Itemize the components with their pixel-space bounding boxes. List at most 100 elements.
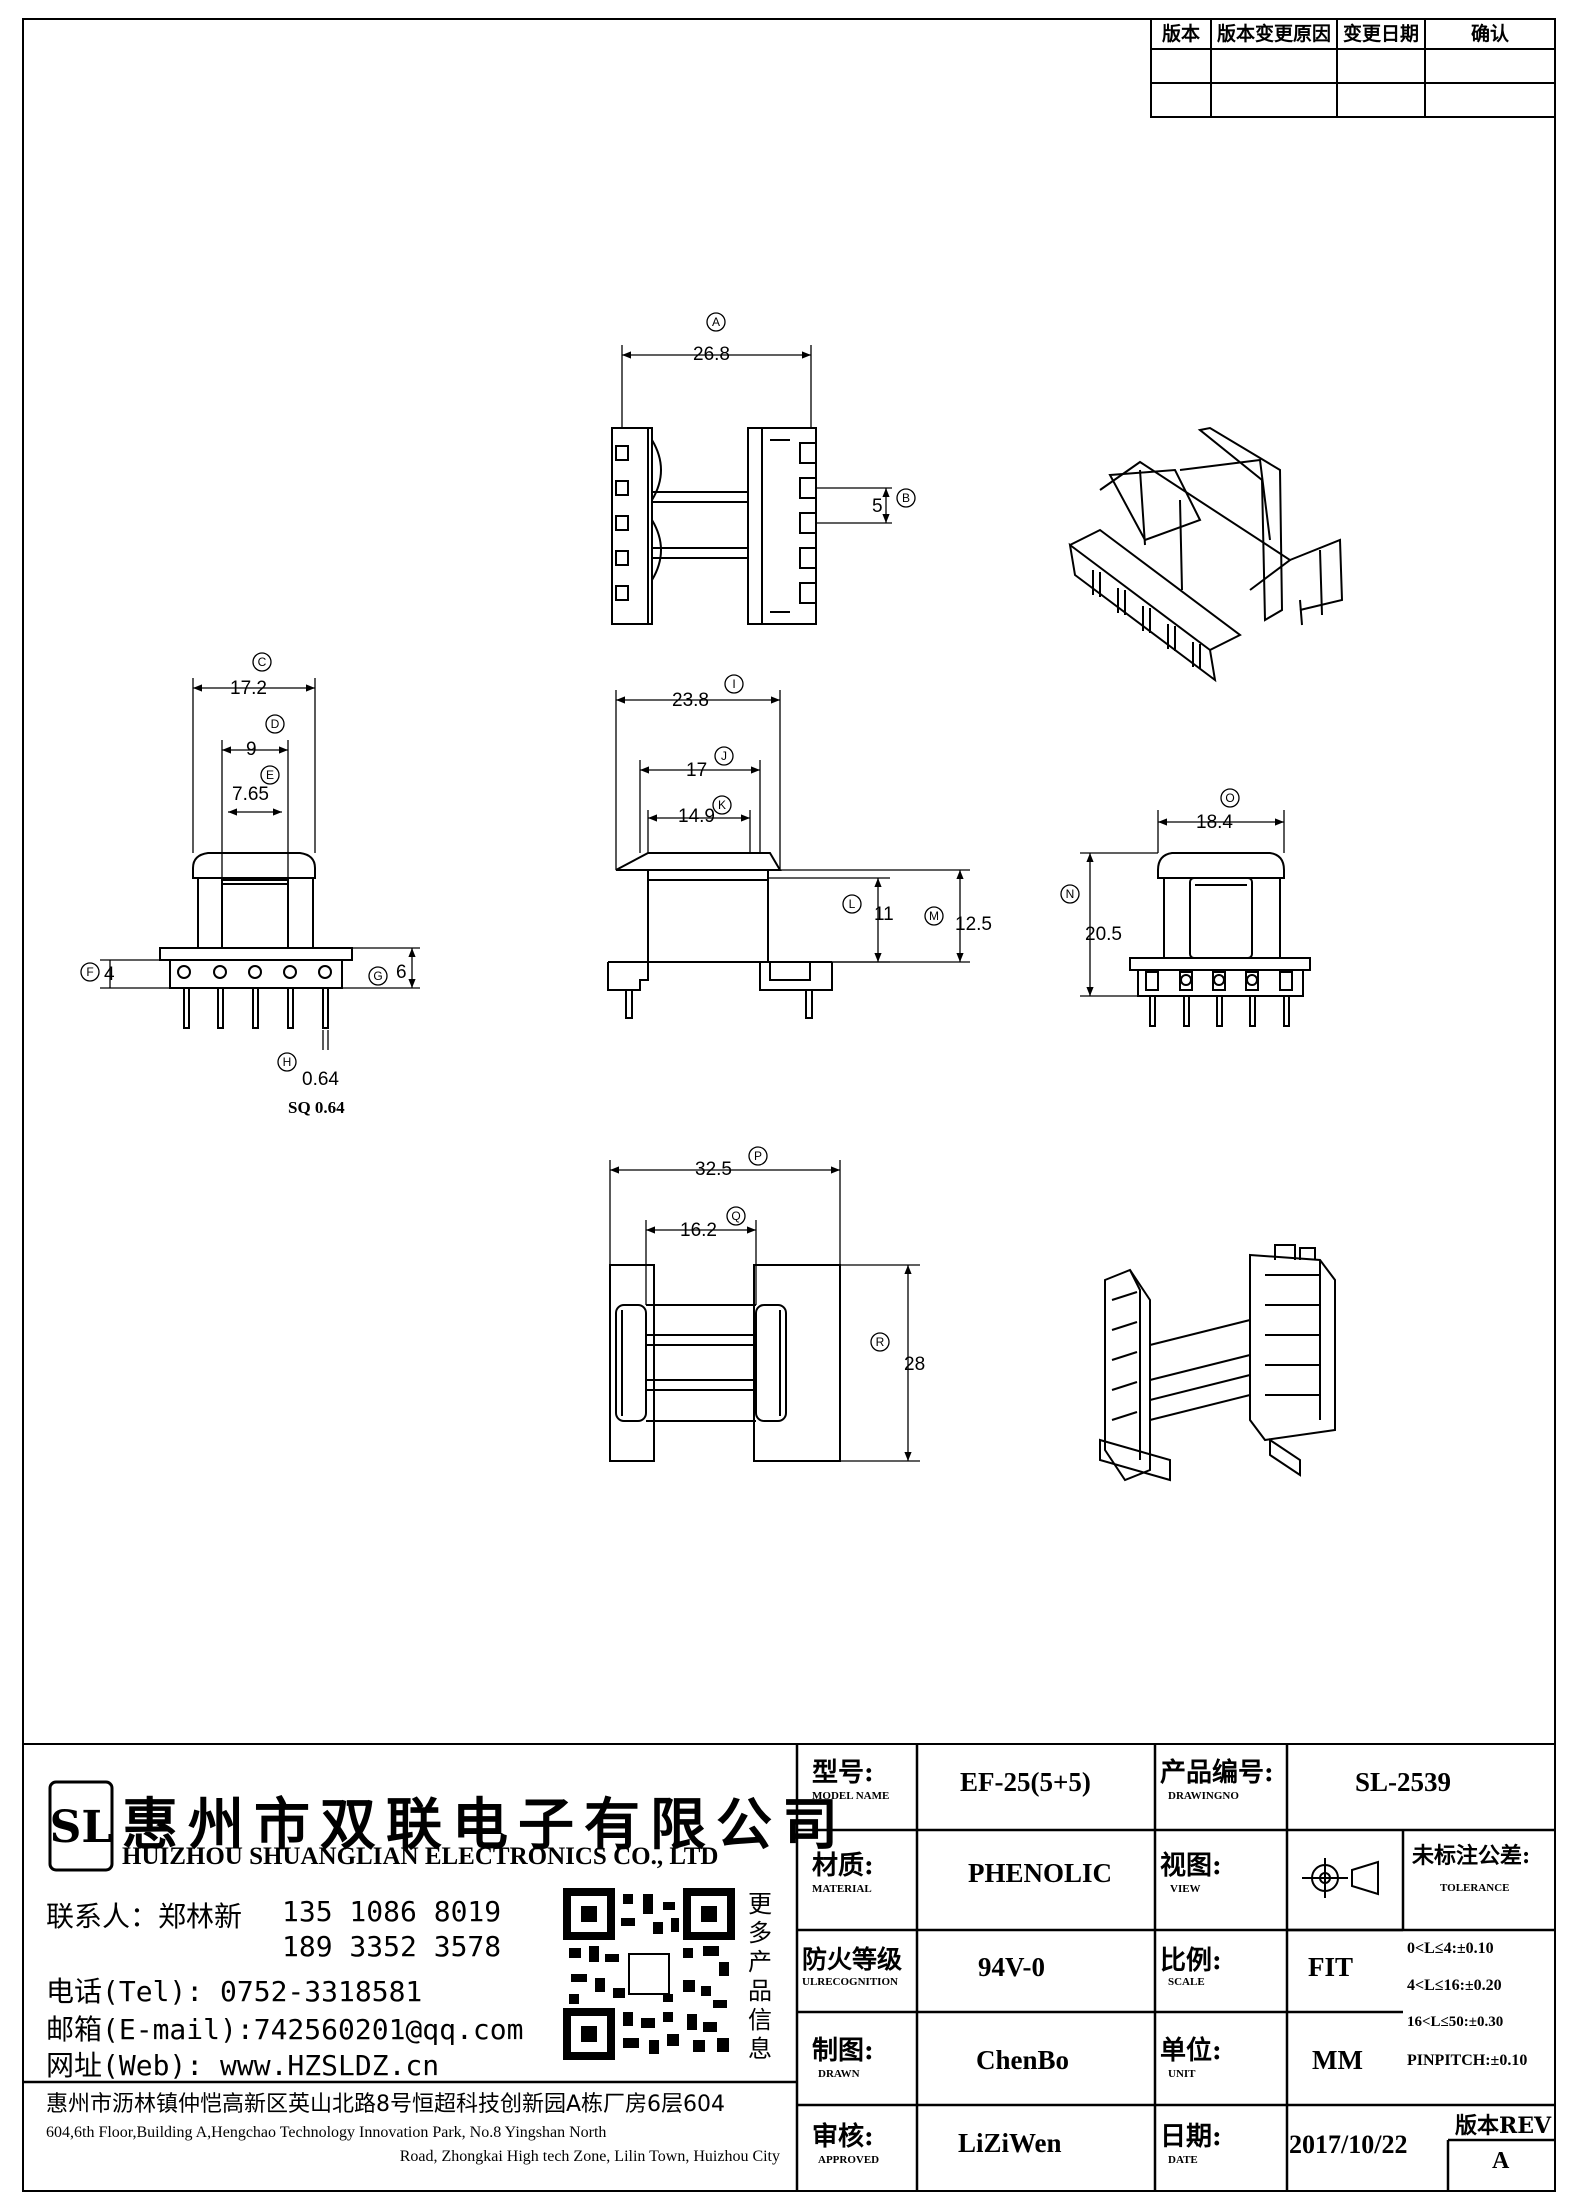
dim-e-value: 7.65 (232, 784, 269, 805)
dim-g-value: 6 (396, 962, 407, 983)
model-sublabel: MODEL NAME (812, 1790, 890, 1802)
phone-2: 189 3352 3578 (282, 1930, 502, 1963)
more-info-2: 多 (748, 1919, 772, 1947)
right-view (1080, 810, 1311, 1027)
callout-n: N (1066, 887, 1075, 901)
dim-m-value: 12.5 (955, 914, 992, 935)
callout-p: P (754, 1149, 762, 1163)
telephone: 电话(Tel): 0752-3318581 (46, 1975, 423, 2008)
model-value: EF-25(5+5) (960, 1767, 1091, 1797)
unit-label: 单位: (1160, 2036, 1222, 2066)
date-sublabel: DATE (1168, 2154, 1198, 2166)
callout-a: A (712, 315, 720, 329)
dim-h-value: 0.64 (302, 1069, 339, 1090)
dim-h-note: SQ 0.64 (288, 1098, 345, 1117)
scale-sublabel: SCALE (1168, 1976, 1205, 1988)
fire-rating-value: 94V-0 (978, 1952, 1045, 1982)
revision-table: 版本 版本变更原因 变更日期 确认 (1150, 18, 1556, 118)
tolerance-range-3: 16<L≤50:±0.30 (1407, 2014, 1504, 2030)
top-view-pins (615, 442, 817, 604)
dim-o-value: 18.4 (1196, 812, 1233, 833)
drawn-value: ChenBo (976, 2045, 1070, 2075)
callout-k: K (718, 798, 726, 812)
dim-k-value: 14.9 (678, 806, 715, 827)
callout-r: R (876, 1335, 885, 1349)
callout-o: O (1225, 791, 1234, 805)
more-info-6: 息 (748, 2035, 772, 2063)
callout-e: E (266, 768, 274, 782)
dim-l-value: 11 (874, 904, 894, 925)
more-info-5: 信 (748, 2006, 772, 2034)
dim-f-value: 4 (104, 964, 115, 985)
revision-label: 版本REV (1455, 2113, 1552, 2139)
address-en-line2: Road, Zhongkai High tech Zone, Lilin Tow… (399, 2148, 780, 2165)
material-value: PHENOLIC (968, 1858, 1113, 1888)
isometric-view-upper (1068, 426, 1344, 683)
upper-iso-pins (1092, 570, 1201, 669)
drawing-no-sublabel: DRAWINGNO (1168, 1790, 1239, 1802)
date-value: 2017/10/22 (1289, 2130, 1408, 2159)
more-info-1: 更 (748, 1890, 772, 1918)
company-name-en: HUIZHOU SHUANGLIAN ELECTRONICS CO., LTD (122, 1843, 719, 1870)
technical-drawing: 26.8 5 17.2 9 7.65 4 6 0.64 23.8 17 14.9… (80, 312, 1344, 1482)
qr-code (563, 1888, 735, 2060)
approved-value: LiZiWen (958, 2128, 1062, 2158)
address-cn: 惠州市沥林镇仲恺高新区英山北路8号恒超科技创新园A栋厂房6层604 (46, 2092, 726, 2117)
date-label: 日期: (1160, 2122, 1222, 2152)
revision-value: A (1492, 2148, 1510, 2174)
email: 邮箱(E-mail):742560201@qq.com (46, 2013, 524, 2046)
view-sublabel: VIEW (1170, 1883, 1201, 1895)
dim-n-value: 20.5 (1085, 924, 1122, 945)
unit-value: MM (1312, 2045, 1363, 2075)
callout-c: C (258, 655, 267, 669)
unit-sublabel: UNIT (1168, 2068, 1196, 2080)
top-view (611, 345, 892, 625)
company-logo: SL (48, 1780, 114, 1872)
callout-m: M (929, 909, 939, 923)
callout-g: G (373, 969, 382, 983)
more-info-4: 品 (748, 1977, 772, 2005)
scale-label: 比例: (1160, 1946, 1222, 1976)
front-view (100, 678, 420, 1050)
material-sublabel: MATERIAL (812, 1883, 872, 1895)
dim-a-value: 26.8 (693, 344, 730, 365)
website: 网址(Web): www.HZSLDZ.cn (46, 2049, 440, 2082)
front-view-pins (183, 987, 329, 1029)
isometric-view-lower (1099, 1244, 1336, 1482)
title-block (22, 1743, 1556, 2192)
callout-f: F (86, 965, 93, 979)
dim-p-value: 32.5 (695, 1159, 732, 1180)
callout-l: L (849, 897, 856, 911)
callout-j: J (721, 749, 727, 763)
drawing-no-label: 产品编号: (1160, 1758, 1274, 1788)
callout-b: B (902, 491, 910, 505)
dim-b-value: 5 (872, 496, 883, 517)
approved-sublabel: APPROVED (818, 2154, 880, 2166)
drawing-no-value: SL-2539 (1355, 1767, 1452, 1797)
right-view-pins (1149, 995, 1290, 1027)
rev-row-2 (1424, 82, 1556, 118)
bottom-view (609, 1160, 920, 1462)
company-name-cn: 惠州市双联电子有限公司 (122, 1792, 848, 1858)
tolerance-range-2: 4<L≤16:±0.20 (1407, 1977, 1502, 1994)
fire-rating-sublabel: ULRECOGNITION (802, 1976, 898, 1988)
logo-letters: SL (50, 1802, 113, 1853)
dim-i-value: 23.8 (672, 690, 709, 711)
tolerance-pin-pitch: PINPITCH:±0.10 (1407, 2052, 1528, 2069)
callout-i: I (732, 677, 735, 691)
callout-q: Q (731, 1209, 740, 1223)
side-view (607, 690, 970, 1019)
material-label: 材质: (812, 1851, 874, 1881)
tolerance-sublabel: TOLERANCE (1440, 1882, 1510, 1894)
approved-label: 审核: (812, 2122, 874, 2152)
callout-h: H (283, 1055, 292, 1069)
drawn-sublabel: DRAWN (818, 2068, 860, 2080)
tolerance-label: 未标注公差: (1412, 1843, 1531, 1869)
drawing-frame (22, 18, 1556, 2192)
dim-c-value: 17.2 (230, 678, 267, 699)
phone-1: 135 1086 8019 (282, 1895, 502, 1928)
scale-value: FIT (1308, 1952, 1354, 1982)
address-en-line1: 604,6th Floor,Building A,Hengchao Techno… (46, 2124, 607, 2141)
dim-j-value: 17 (686, 760, 707, 781)
dim-q-value: 16.2 (680, 1220, 717, 1241)
